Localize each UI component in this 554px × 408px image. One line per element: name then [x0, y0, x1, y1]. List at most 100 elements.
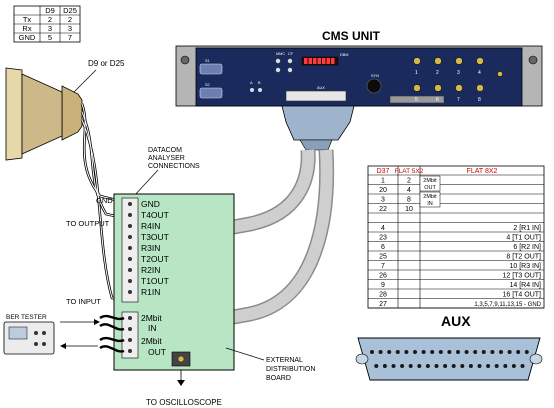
d37-pin — [387, 350, 392, 354]
connector-leader-line — [69, 69, 97, 97]
mapping-cell-d37: 1 — [381, 177, 385, 184]
cms-unit-title: CMS UNIT — [322, 29, 381, 43]
d25-connector-shell — [61, 85, 83, 141]
aux-d37-socket-icon — [285, 90, 347, 102]
rotary-knob-icon — [366, 78, 382, 94]
serial-port-2-icon — [199, 87, 223, 99]
mapping-header-d37: D37 — [377, 168, 390, 175]
mapping-cell-f5: 2 — [407, 177, 411, 184]
rack-screw-icon — [180, 55, 190, 65]
mapping-cell-f8: 4 [T1 OUT] — [506, 234, 541, 241]
d37-pin — [382, 364, 387, 368]
arrow-right-icon — [94, 319, 100, 325]
bnc-ports — [413, 57, 484, 92]
d37-pin — [404, 350, 409, 354]
mapping-cell-f8: 8 [T2 OUT] — [506, 253, 541, 260]
d37-pin — [486, 364, 491, 368]
cms-panel-small-labels: MMC CF DBM S1 S2 AUX SYN A B — [205, 52, 379, 90]
led-display — [301, 56, 339, 66]
datacom-label-line: CONNECTIONS — [148, 163, 200, 170]
mapping-cell-f8: 12 [T3 OUT] — [502, 272, 541, 279]
mapping-cell-f5: 8 — [407, 196, 411, 203]
cms-panel-label: DBM — [340, 53, 348, 57]
panel-slot-icon — [389, 95, 445, 104]
mapping-cell-d37: 6 — [381, 244, 385, 251]
terminal-label: T2OUT — [141, 254, 169, 264]
bnc-port-number: 1 — [415, 70, 418, 76]
bnc-port-icon — [476, 57, 484, 65]
terminal-label: GND — [141, 199, 160, 209]
mapping-cell-d37: 27 — [379, 301, 387, 308]
pin-table-cell: 3 — [48, 24, 52, 33]
mapping-cell-f5: 10 — [405, 206, 413, 213]
bnc-port-numbers: 1 2 3 4 5 6 7 8 — [415, 70, 481, 103]
mapping-cell-d37: 9 — [381, 282, 385, 289]
datacom-label-line: DATACOM — [148, 147, 182, 154]
terminal-label: R1IN — [141, 287, 160, 297]
d25-connector-hood — [21, 73, 63, 155]
pin-table-cell: 3 — [68, 24, 72, 33]
bnc-port-number: 2 — [436, 70, 439, 76]
connector-label: D9 or D25 — [88, 59, 125, 68]
pin-table-cell: 7 — [68, 33, 72, 42]
d37-pin — [443, 364, 448, 368]
d37-pin — [434, 364, 439, 368]
mapping-group-label: 2Mbit — [423, 194, 437, 200]
d37-pin — [460, 364, 465, 368]
cms-panel-label: A — [250, 81, 253, 85]
d37-pin — [447, 350, 452, 354]
d37-pin — [421, 350, 426, 354]
mapping-cell-f8: 6 [R2 IN] — [513, 244, 541, 251]
d37-pin — [490, 350, 495, 354]
pin-table-header-d25: D25 — [63, 6, 77, 15]
ber-tester-label: BER TESTER — [6, 314, 47, 321]
d37-pin — [391, 364, 396, 368]
arrow-left-icon — [60, 343, 66, 349]
mapping-header-flat8x2: FLAT 8X2 — [467, 168, 498, 175]
d37-pin — [430, 350, 435, 354]
arrow-down-icon — [177, 380, 185, 386]
mapping-cell-f8: 2 [R1 IN] — [513, 225, 541, 232]
pin-table: D9 D25 Tx 2 2 Rx 3 3 GND 5 7 — [13, 5, 81, 43]
bnc-port-icon — [455, 84, 463, 92]
wire-label-gnd: GND — [96, 196, 113, 205]
wire-label-to-output: TO OUTPUT — [66, 219, 110, 228]
rack-screw-icon — [528, 55, 538, 65]
bnc-port-icon — [434, 84, 442, 92]
bnc-port-number: 8 — [478, 97, 481, 103]
d37-pin — [507, 350, 512, 354]
cms-panel-label: MMC — [276, 52, 285, 56]
d37-pin — [464, 350, 469, 354]
pin-table-row-label: Rx — [22, 24, 31, 33]
d37-pin — [499, 350, 503, 354]
d37-pin — [481, 350, 486, 354]
terminal-label: 2Mbit — [141, 313, 162, 323]
mapping-cell-f5: 4 — [407, 187, 411, 194]
mapping-cell-d37: 25 — [379, 253, 387, 260]
d37-pin — [516, 350, 521, 354]
mapping-cell-d37: 4 — [381, 225, 385, 232]
bnc-port-number: 5 — [415, 97, 418, 103]
terminal-screws — [128, 202, 132, 353]
terminal-label: T1OUT — [141, 276, 169, 286]
mapping-cell-d37: 22 — [379, 206, 387, 213]
mapping-group-label: 2Mbit — [423, 178, 437, 184]
wire-label-to-input: TO INPUT — [66, 297, 101, 306]
d37-pin — [378, 350, 383, 354]
terminal-labels: GND T4OUT R4IN T3OUT R3IN T2OUT R2IN T1O… — [141, 199, 169, 357]
d37-pin — [468, 364, 473, 368]
mapping-cell-f8: 16 [T4 OUT] — [502, 291, 541, 298]
pin-table-header-d9: D9 — [45, 6, 55, 15]
mapping-group-label: OUT — [424, 185, 436, 191]
datacom-label-line: ANALYSER — [148, 155, 185, 162]
pin-table-cell: 2 — [48, 15, 52, 24]
pin-table-row-label: Tx — [23, 15, 32, 24]
terminal-label: OUT — [148, 347, 166, 357]
d37-pin — [456, 350, 460, 354]
d37-pin — [451, 364, 456, 368]
pin-table-row-label: GND — [19, 33, 36, 42]
d37-pin — [524, 350, 529, 354]
to-oscilloscope-label: TO OSCILLOSCOPE — [146, 398, 222, 407]
cms-panel-label: AUX — [317, 86, 325, 90]
